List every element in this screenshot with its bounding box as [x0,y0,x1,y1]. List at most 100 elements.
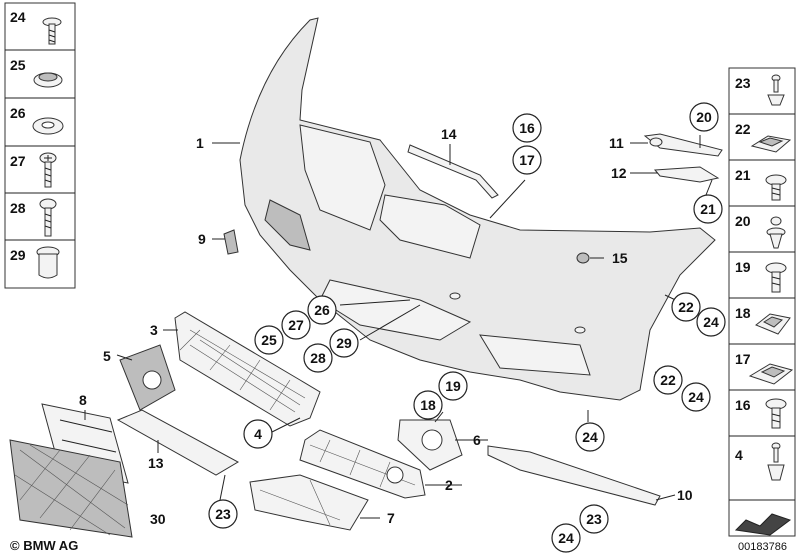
callout-7: 7 [387,510,395,526]
arrow-down-right-icon [734,513,792,536]
svg-text:26: 26 [314,302,330,318]
callout-11: 11 [609,135,624,151]
right-panel-label-16: 16 [735,397,751,413]
callout-circle-24a: 24 [696,307,726,337]
callout-13: 13 [148,455,164,471]
right-panel-label-22: 22 [735,121,751,137]
screw-icon [39,152,57,188]
right-panel-label-23: 23 [735,75,751,91]
right-panel-frame [728,67,796,537]
expansion-rivet-icon [767,74,785,106]
copyright-label: © BMW AG [10,538,79,553]
svg-text:20: 20 [696,109,712,125]
left-panel-label-27: 27 [10,153,26,169]
svg-text:21: 21 [700,201,716,217]
callout-circle-24c: 24 [575,422,605,452]
grille-insert-left [119,344,176,411]
fog-grille-right [299,429,426,499]
flange-screw-icon [765,174,787,201]
callout-12: 12 [611,165,627,181]
clip-nut-icon [750,135,792,153]
right-panel-label-18: 18 [735,305,751,321]
svg-text:23: 23 [586,511,602,527]
bracket-fog-right [397,419,463,471]
left-panel-label-29: 29 [10,247,26,263]
callout-circle-22a: 22 [671,292,701,322]
callout-circle-26: 26 [307,295,337,325]
callout-circle-23a: 23 [208,499,238,529]
left-panel-label-26: 26 [10,105,26,121]
clip-small [576,252,590,264]
right-panel-label-21: 21 [735,167,751,183]
right-panel-label-20: 20 [735,213,751,229]
right-fastener-panel: 23 22 21 20 19 18 [728,67,796,537]
callout-circle-24d: 24 [551,523,581,553]
callout-circle-17: 17 [512,145,542,175]
callout-circle-28: 28 [303,343,333,373]
callout-circle-20: 20 [689,102,719,132]
clip-nut-icon [755,313,791,335]
callout-30: 30 [150,511,166,527]
left-panel-label-24: 24 [10,9,26,25]
bolt-icon [39,198,57,237]
screw-icon [42,17,62,45]
callout-6: 6 [473,432,481,448]
callout-3: 3 [150,322,158,338]
callout-circle-24b: 24 [681,382,711,412]
callout-circle-22b: 22 [653,365,683,395]
svg-text:24: 24 [703,314,719,330]
svg-text:22: 22 [660,372,676,388]
callout-circle-16: 16 [512,113,542,143]
svg-text:24: 24 [582,429,598,445]
svg-text:29: 29 [336,335,352,351]
callout-8: 8 [79,392,87,408]
callout-circle-21: 21 [693,194,723,224]
svg-text:22: 22 [678,299,694,315]
svg-text:19: 19 [445,378,461,394]
left-fastener-panel: 24 25 26 27 28 29 [4,2,76,289]
callout-10: 10 [677,487,693,503]
callout-2: 2 [445,477,453,493]
front-bumper-cover [239,17,716,401]
svg-text:17: 17 [519,152,535,168]
bracket-upper-right [643,133,723,157]
callout-9: 9 [198,231,206,247]
svg-text:16: 16 [519,120,535,136]
carrier-grid [9,439,133,538]
callout-circle-25: 25 [254,325,284,355]
callout-circle-4: 4 [243,419,273,449]
callout-circle-29: 29 [329,328,359,358]
left-panel-label-25: 25 [10,57,26,73]
callout-circle-19: 19 [438,371,468,401]
callout-circle-27: 27 [281,310,311,340]
spring-nut-icon [748,363,794,385]
callout-14: 14 [441,126,457,142]
trim-strip [407,144,499,199]
callout-circle-18: 18 [413,390,443,420]
callout-15: 15 [612,250,628,266]
svg-text:18: 18 [420,397,436,413]
svg-text:28: 28 [310,350,326,366]
grommet-icon [33,72,63,88]
callout-1: 1 [196,135,204,151]
leader-lines [84,135,713,519]
svg-text:27: 27 [288,317,304,333]
nut-sleeve-icon [36,246,60,279]
flange-screw-icon [765,262,787,293]
bracket-mid-right [653,166,720,183]
svg-text:4: 4 [254,426,262,442]
air-duct-right [487,445,661,506]
right-panel-label-4: 4 [735,447,743,463]
callout-circle-23b: 23 [579,504,609,534]
grille-mesh-center [174,311,321,427]
air-guide-left [116,409,240,476]
expansion-rivet-icon [767,442,785,481]
diagram-id-label: 00183786 [738,541,787,553]
washer-icon [32,117,64,135]
callout-5: 5 [103,348,111,364]
svg-text:24: 24 [558,530,574,546]
bracket-lower-center [249,474,369,531]
svg-text:23: 23 [215,506,231,522]
right-panel-label-17: 17 [735,351,751,367]
